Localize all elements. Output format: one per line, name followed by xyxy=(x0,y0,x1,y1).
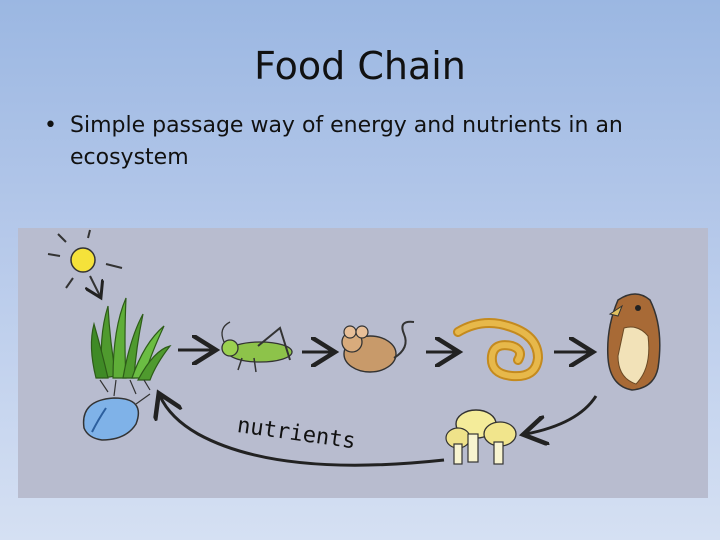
slide-title: Food Chain xyxy=(254,44,466,88)
grass-icon xyxy=(90,297,172,397)
arrow-hawk-to-decomposers xyxy=(526,395,598,434)
mouse-icon xyxy=(341,320,415,373)
mushroom-icon xyxy=(445,409,517,465)
hawk-icon xyxy=(606,293,661,391)
arrow-nutrients-to-grass xyxy=(160,396,445,467)
water-icon xyxy=(82,393,151,441)
snake-icon xyxy=(453,318,544,382)
sun-icon xyxy=(47,229,123,296)
bullet-text: Simple passage way of energy and nutrien… xyxy=(70,113,623,170)
grasshopper-icon xyxy=(221,321,293,373)
bullet-item: • Simple passage way of energy and nutri… xyxy=(44,110,664,174)
food-chain-diagram: nutrients xyxy=(18,228,708,498)
bullet-marker: • xyxy=(44,113,57,138)
